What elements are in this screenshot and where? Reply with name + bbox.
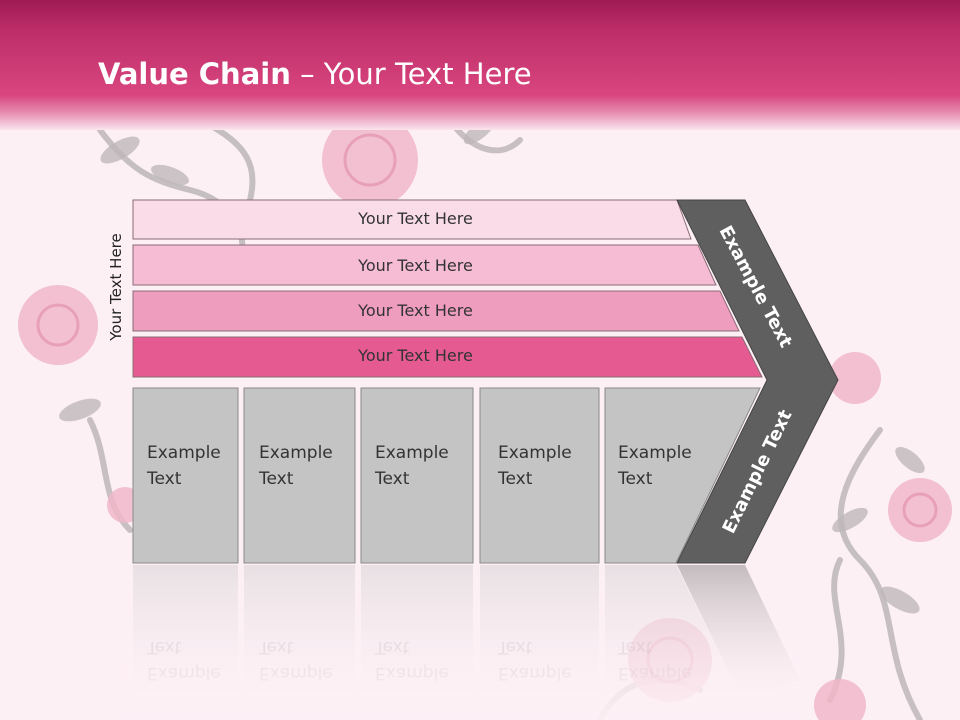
- title-rest: – Your Text Here: [290, 57, 532, 91]
- side-label: Your Text Here: [107, 233, 125, 341]
- column-box-5: [604, 387, 761, 564]
- column-box-1: [132, 387, 239, 564]
- column-label-3-line1: Example: [375, 443, 449, 463]
- column-label-5-line2: Text: [618, 469, 653, 489]
- column-box-4: [479, 387, 600, 564]
- band-2: [132, 244, 717, 286]
- reflection-fade: [120, 565, 800, 720]
- column-label-2-line1: Example: [259, 443, 333, 463]
- band-label-1: Your Text Here: [358, 209, 473, 228]
- band-4: [132, 336, 763, 378]
- band-label-4: Your Text Here: [358, 346, 473, 365]
- column-label-4-line2: Text: [498, 469, 533, 489]
- column-label-4-line1: Example: [498, 443, 572, 463]
- chevron-arrow: [676, 199, 839, 564]
- band-3: [132, 290, 740, 332]
- title-bold: Value Chain: [98, 57, 291, 91]
- column-label-5-line1: Example: [618, 443, 692, 463]
- band-label-2: Your Text Here: [358, 256, 473, 275]
- column-label-1-line1: Example: [147, 443, 221, 463]
- column-label-2-line2: Text: [259, 469, 294, 489]
- band-label-3: Your Text Here: [358, 301, 473, 320]
- title-bar: [0, 0, 960, 130]
- column-box-3: [360, 387, 474, 564]
- slide-title: Value Chain – Your Text Here: [98, 54, 532, 94]
- band-1: [132, 199, 692, 240]
- column-label-1-line2: Text: [147, 469, 182, 489]
- column-box-2: [243, 387, 356, 564]
- column-label-3-line2: Text: [375, 469, 410, 489]
